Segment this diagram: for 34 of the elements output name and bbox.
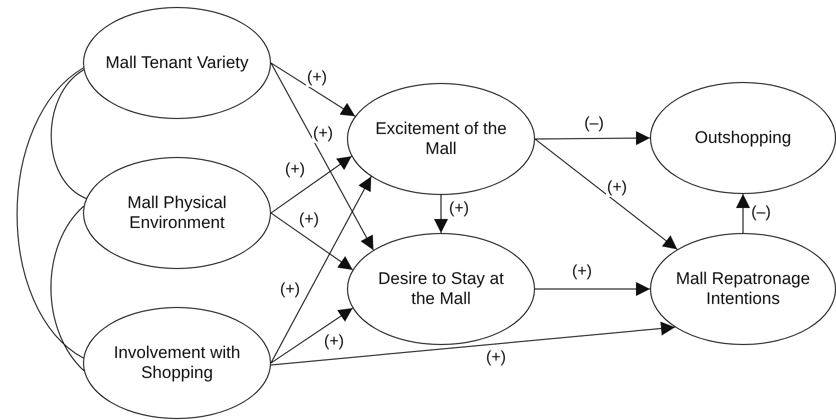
edge-label: (+)	[312, 125, 334, 143]
correlation-curve	[16, 67, 84, 359]
node-label: Involvement with Shopping	[112, 343, 242, 383]
correlation-curve	[50, 206, 84, 372]
node-label: Mall Physical Environment	[126, 193, 228, 233]
edge-label: (+)	[606, 179, 628, 197]
node-label: Mall Tenant Variety	[106, 53, 248, 73]
edge-label: (+)	[279, 281, 301, 299]
arrow	[534, 131, 650, 146]
arrow	[434, 194, 448, 234]
edge-label: (+)	[485, 349, 507, 367]
correlation-curve	[50, 69, 87, 199]
arrow	[270, 156, 352, 214]
node-label: Outshopping	[694, 128, 792, 148]
edge-label: (+)	[571, 263, 593, 281]
arrow	[270, 62, 356, 117]
edge-label: (–)	[750, 204, 772, 222]
edge-label: (+)	[323, 333, 345, 351]
edge-label: (+)	[448, 200, 470, 218]
arrow	[270, 212, 354, 270]
edge-label: (–)	[583, 115, 605, 133]
edge-label: (+)	[298, 211, 320, 229]
arrow	[534, 138, 678, 250]
edge-label: (+)	[284, 161, 306, 179]
arrow	[270, 308, 354, 364]
node-label: Desire to Stay at the Mall	[377, 269, 505, 309]
arrow	[534, 282, 650, 296]
arrow	[270, 62, 374, 251]
node-label: Mall Repatronage Intentions	[674, 269, 812, 309]
node-label: Excitement of the Mall	[374, 119, 508, 159]
edge-label: (+)	[306, 69, 328, 87]
arrow	[736, 194, 750, 234]
arrow	[270, 176, 372, 364]
arrow	[270, 322, 676, 366]
